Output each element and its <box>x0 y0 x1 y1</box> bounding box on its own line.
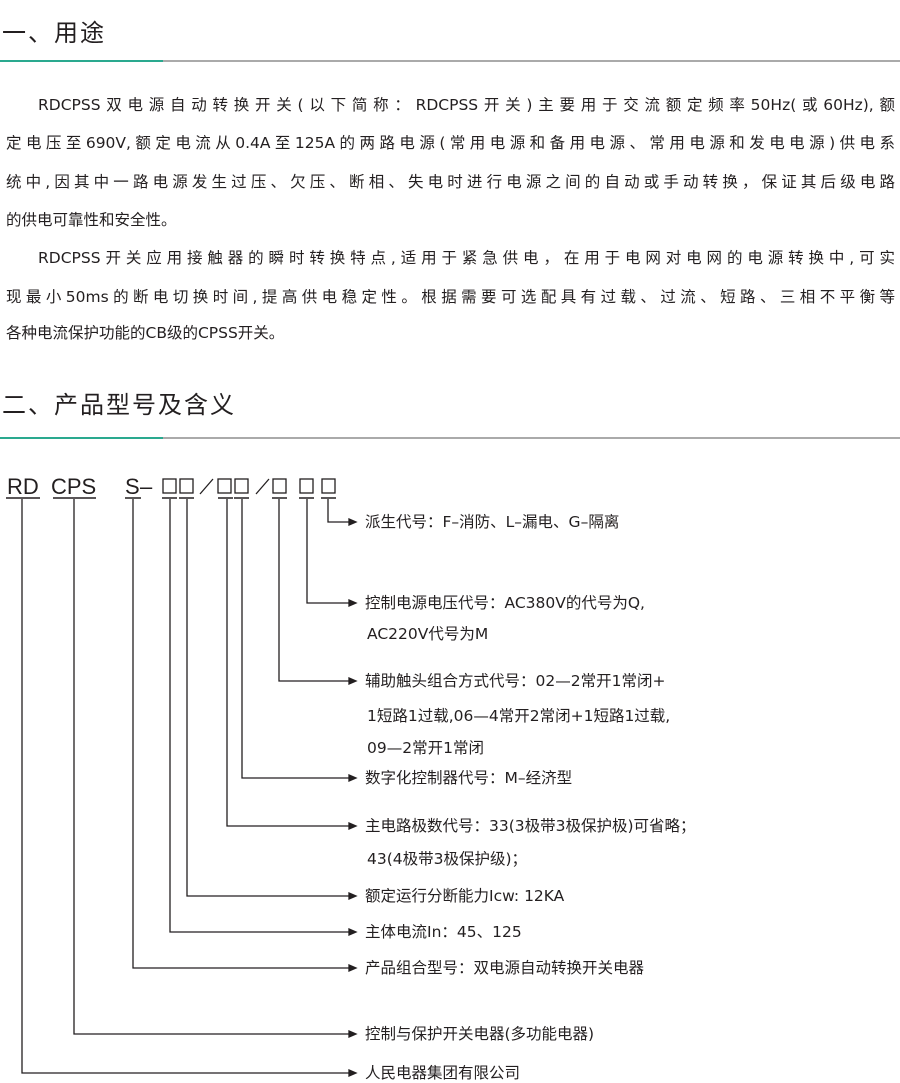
label-main-current: 主体电流In：45、125 <box>365 923 522 941</box>
label-digital-controller: 数字化控制器代号：M–经济型 <box>365 769 573 787</box>
label-main-poles: 主电路极数代号：33(3极带3极保护极)可省略； <box>365 817 696 835</box>
paragraph-line: 各种电流保护功能的CB级的CPSS开关。 <box>6 324 285 342</box>
paragraph-line: RDCPSS双电源自动转换开关(以下简称：RDCPSS开关)主要用于交流额定频率… <box>38 96 895 114</box>
label-aux-contacts: 辅助触头组合方式代号：02—2常开1常闭+ <box>365 672 666 690</box>
heading-divider <box>0 60 900 62</box>
arrow-icon <box>348 677 358 685</box>
label-product-type: 产品组合型号：双电源自动转换开关电器 <box>365 959 645 977</box>
paragraph-line: RDCPSS开关应用接触器的瞬时转换特点,适用于紧急供电，在用于电网对电网的电源… <box>38 249 895 267</box>
label-control-voltage: 控制电源电压代号：AC380V的代号为Q, <box>365 594 645 612</box>
label-control-voltage-cont: AC220V代号为M <box>367 625 489 643</box>
paragraph-line: 的供电可靠性和安全性。 <box>6 211 177 229</box>
leader-line <box>169 499 350 933</box>
paragraph-line: 统中,因其中一路电源发生过压、欠压、断相、失电时进行电源之间的自动或手动转换，保… <box>6 173 895 191</box>
label-main-poles-cont: 43(4极带3极保护级)； <box>367 850 528 868</box>
code-s: S <box>125 474 140 499</box>
arrow-icon <box>348 774 358 782</box>
leader-line <box>327 499 350 523</box>
arrow-icon <box>348 822 358 830</box>
leader-line <box>21 499 350 1074</box>
section-heading-usage: 一、用途 <box>2 19 106 47</box>
arrow-icon <box>348 1069 358 1077</box>
leader-line <box>278 499 350 682</box>
leader-line <box>132 499 350 969</box>
code-dash: – <box>140 474 153 499</box>
section-heading-model: 二、产品型号及含义 <box>2 391 236 419</box>
label-aux-contacts-cont: 09—2常开1常闭 <box>367 739 484 757</box>
arrow-icon <box>348 928 358 936</box>
paragraph-line: 现最小50ms的断电切换时间,提高供电稳定性。根据需要可选配具有过载、过流、短路… <box>6 288 895 306</box>
leader-line <box>226 499 350 827</box>
label-derivative-code: 派生代号：F–消防、L–漏电、G–隔离 <box>365 513 620 531</box>
arrow-icon <box>348 518 358 526</box>
code-rd: RD <box>7 474 39 499</box>
label-control-protection: 控制与保护开关电器(多功能电器) <box>365 1025 595 1043</box>
placeholder-boxes <box>162 478 336 495</box>
arrow-icon <box>348 892 358 900</box>
leader-line <box>306 499 350 604</box>
code-cps: CPS <box>51 474 96 499</box>
paragraph-line: 定电压至690V,额定电流从0.4A至125A的两路电源(常用电源和备用电源、常… <box>6 134 895 152</box>
arrow-icon <box>348 964 358 972</box>
leader-line <box>241 499 350 779</box>
arrow-icon <box>348 1030 358 1038</box>
label-aux-contacts-cont: 1短路1过载,06—4常开2常闭+1短路1过载, <box>367 707 671 725</box>
heading-divider <box>0 437 900 439</box>
arrow-icon <box>348 599 358 607</box>
label-breaking-capacity: 额定运行分断能力Icw: 12KA <box>365 887 565 905</box>
leader-line <box>186 499 350 897</box>
leader-line <box>73 499 350 1035</box>
label-company: 人民电器集团有限公司 <box>365 1064 521 1082</box>
